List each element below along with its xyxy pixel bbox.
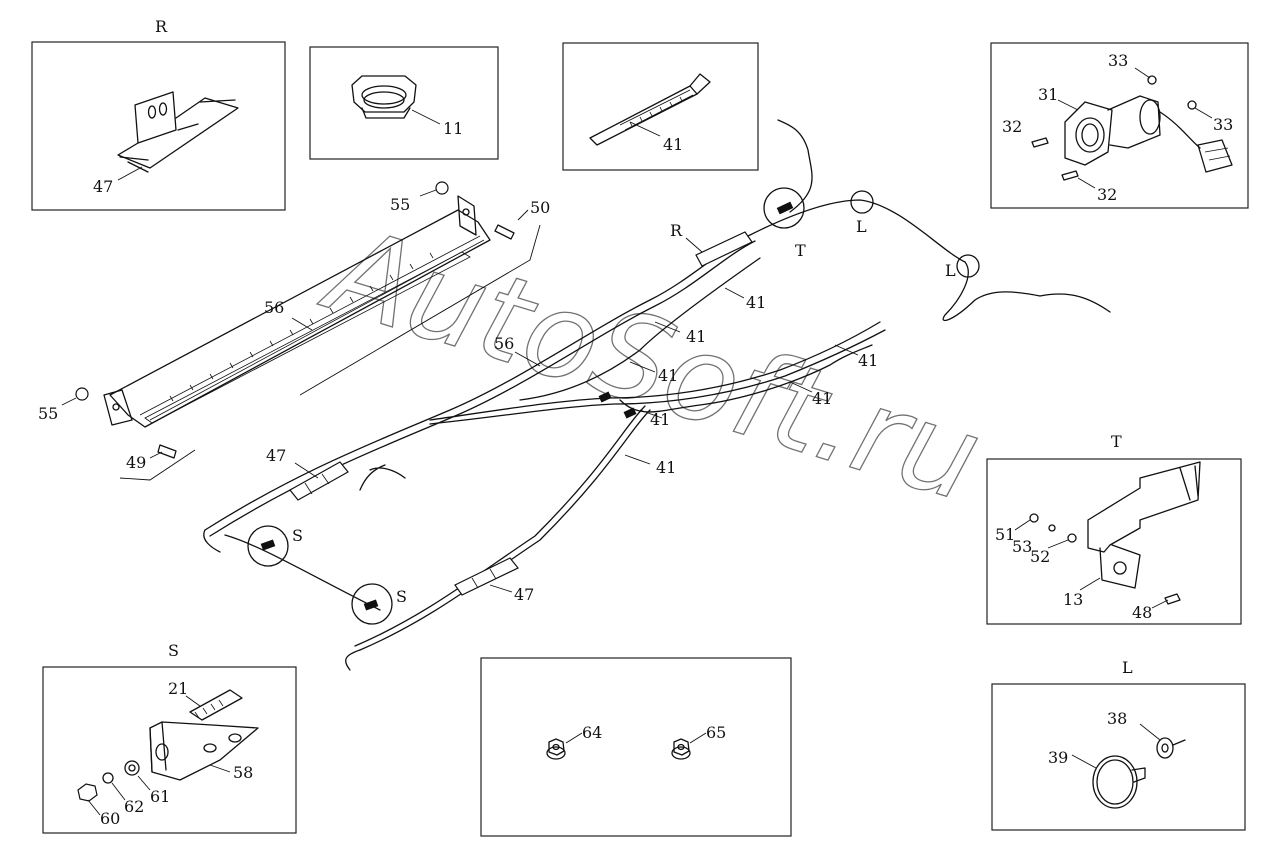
detail-cable-tie-frame — [562, 42, 759, 171]
label-65: 65 — [706, 723, 726, 742]
callout-l1: L — [856, 217, 867, 236]
label-55-bottom: 55 — [38, 404, 58, 423]
label-32-bottom: 32 — [1097, 185, 1117, 204]
label-47-r: 47 — [93, 177, 113, 196]
detail-s-frame — [42, 666, 297, 834]
detail-l-title: L — [1122, 658, 1133, 677]
label-33-top: 33 — [1108, 51, 1128, 70]
detail-grommet-frame — [309, 46, 499, 160]
label-48: 48 — [1132, 603, 1152, 622]
label-38: 38 — [1107, 709, 1127, 728]
cable-tie-part — [589, 73, 711, 146]
label-11: 11 — [443, 119, 463, 138]
label-61: 61 — [150, 787, 170, 806]
detail-t-title: T — [1111, 432, 1122, 451]
label-55-top: 55 — [390, 195, 410, 214]
callout-s1: S — [292, 526, 303, 545]
shield-plate-part — [1029, 461, 1201, 605]
label-49: 49 — [126, 453, 146, 472]
label-41-tie: 41 — [663, 135, 683, 154]
label-58: 58 — [233, 763, 253, 782]
detail-view-connector: 33 31 32 33 32 — [990, 42, 1249, 209]
grommet-part — [351, 75, 417, 119]
callout-circle-t — [763, 187, 805, 229]
detail-r-frame — [31, 41, 286, 211]
callout-t: T — [795, 241, 806, 260]
label-47-lower: 47 — [514, 585, 534, 604]
detail-view-r: R 47 — [31, 17, 286, 211]
label-13: 13 — [1063, 590, 1083, 609]
detail-t-frame — [986, 458, 1242, 625]
label-39: 39 — [1048, 748, 1068, 767]
callout-circle-l2 — [956, 254, 980, 278]
detail-view-s: S 21 58 61 62 60 — [42, 641, 297, 834]
callout-r: R — [670, 221, 683, 240]
callout-circle-s1 — [247, 525, 289, 567]
label-41-f: 41 — [650, 410, 670, 429]
callout-s2: S — [396, 587, 407, 606]
label-53: 53 — [1012, 537, 1032, 556]
label-47-upper: 47 — [266, 446, 286, 465]
flange-nut-65 — [671, 738, 691, 760]
watermark-text: AutoSoft.ru — [308, 198, 995, 528]
label-41-e: 41 — [812, 389, 832, 408]
flange-nut-64 — [546, 738, 566, 760]
detail-view-nuts: 64 65 — [480, 657, 792, 837]
label-56-bracket: 56 — [264, 298, 284, 317]
label-31: 31 — [1038, 85, 1058, 104]
detail-view-l: L 38 39 — [991, 658, 1246, 831]
bolt-bracket-part — [77, 689, 259, 802]
label-50: 50 — [530, 198, 550, 217]
label-60: 60 — [100, 809, 120, 828]
detail-view-t: T 51 53 52 13 48 — [986, 432, 1242, 625]
bracket-clip-part — [117, 91, 239, 173]
detail-r-title: R — [155, 17, 168, 36]
label-56-harness: 56 — [494, 334, 514, 353]
label-41-d: 41 — [858, 351, 878, 370]
grommet-plug-part — [1092, 737, 1186, 809]
label-33-right: 33 — [1213, 115, 1233, 134]
label-32-left: 32 — [1002, 117, 1022, 136]
label-52: 52 — [1030, 547, 1050, 566]
long-mounting-bracket — [75, 181, 515, 459]
callout-l2: L — [945, 261, 956, 280]
label-64: 64 — [582, 723, 602, 742]
label-41-b: 41 — [686, 327, 706, 346]
wiring-harness — [203, 119, 1111, 671]
callout-circle-s2 — [351, 583, 393, 625]
detail-view-cable-tie: 41 — [562, 42, 759, 171]
label-62: 62 — [124, 797, 144, 816]
detail-view-grommet: 11 — [309, 46, 499, 160]
label-41-a: 41 — [746, 293, 766, 312]
detail-nuts-frame — [480, 657, 792, 837]
label-41-g: 41 — [656, 458, 676, 477]
detail-l-frame — [991, 683, 1246, 831]
detail-connector-frame — [990, 42, 1249, 209]
socket-connector-part — [1031, 75, 1233, 181]
label-21: 21 — [168, 679, 188, 698]
callout-circle-l1 — [850, 190, 874, 214]
label-41-c: 41 — [658, 366, 678, 385]
label-51: 51 — [995, 525, 1015, 544]
detail-s-title: S — [168, 641, 179, 660]
